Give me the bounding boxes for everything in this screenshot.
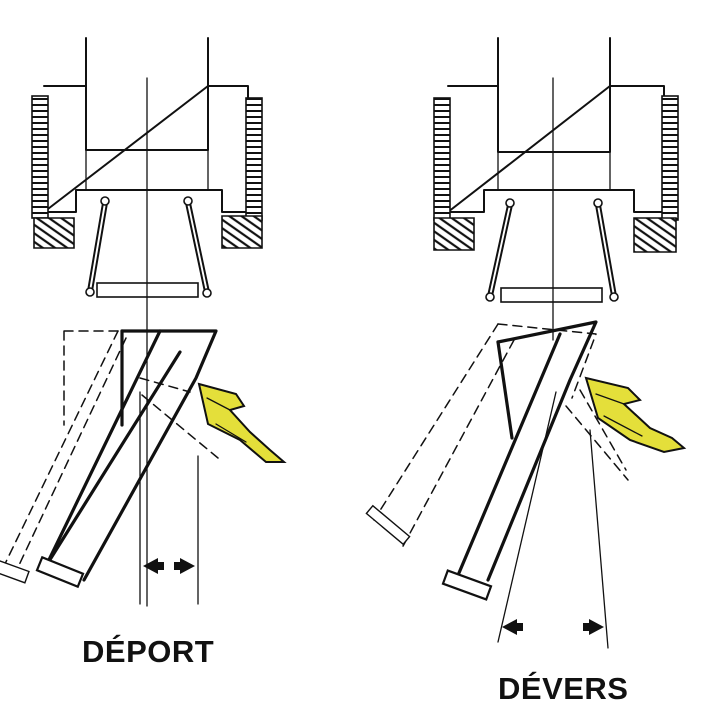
devers-figure — [365, 37, 687, 649]
deport-offset-dimension — [139, 391, 199, 605]
devers-tool-original-dashed — [365, 323, 629, 549]
devers-tractor-rear — [433, 37, 679, 253]
deport-figure — [0, 37, 287, 607]
deport-left-wheel — [31, 95, 49, 219]
devers-hitch-links — [485, 198, 619, 303]
devers-tilt-dimension — [497, 391, 609, 649]
deport-label: DÉPORT — [82, 634, 215, 669]
devers-left-tire-lug — [433, 217, 475, 251]
devers-tool-tilted-solid — [441, 320, 687, 601]
deport-tool-original-dashed — [0, 330, 219, 584]
double-arrow-left-right-icon — [143, 558, 195, 574]
deport-yellow-attachment — [197, 382, 287, 463]
deport-hitch-links — [85, 196, 212, 298]
deport-tractor-rear — [31, 37, 263, 249]
deport-left-tire-lug — [33, 217, 75, 249]
devers-yellow-attachment — [584, 376, 687, 454]
devers-right-wheel — [661, 95, 679, 221]
deport-tool-offset-solid — [35, 329, 287, 589]
double-arrow-left-right-icon — [502, 619, 604, 635]
devers-left-wheel — [433, 97, 451, 221]
deport-right-tire-lug — [221, 215, 263, 249]
devers-label: DÉVERS — [498, 671, 629, 706]
devers-right-tire-lug — [633, 217, 677, 253]
deport-right-wheel — [245, 97, 263, 221]
